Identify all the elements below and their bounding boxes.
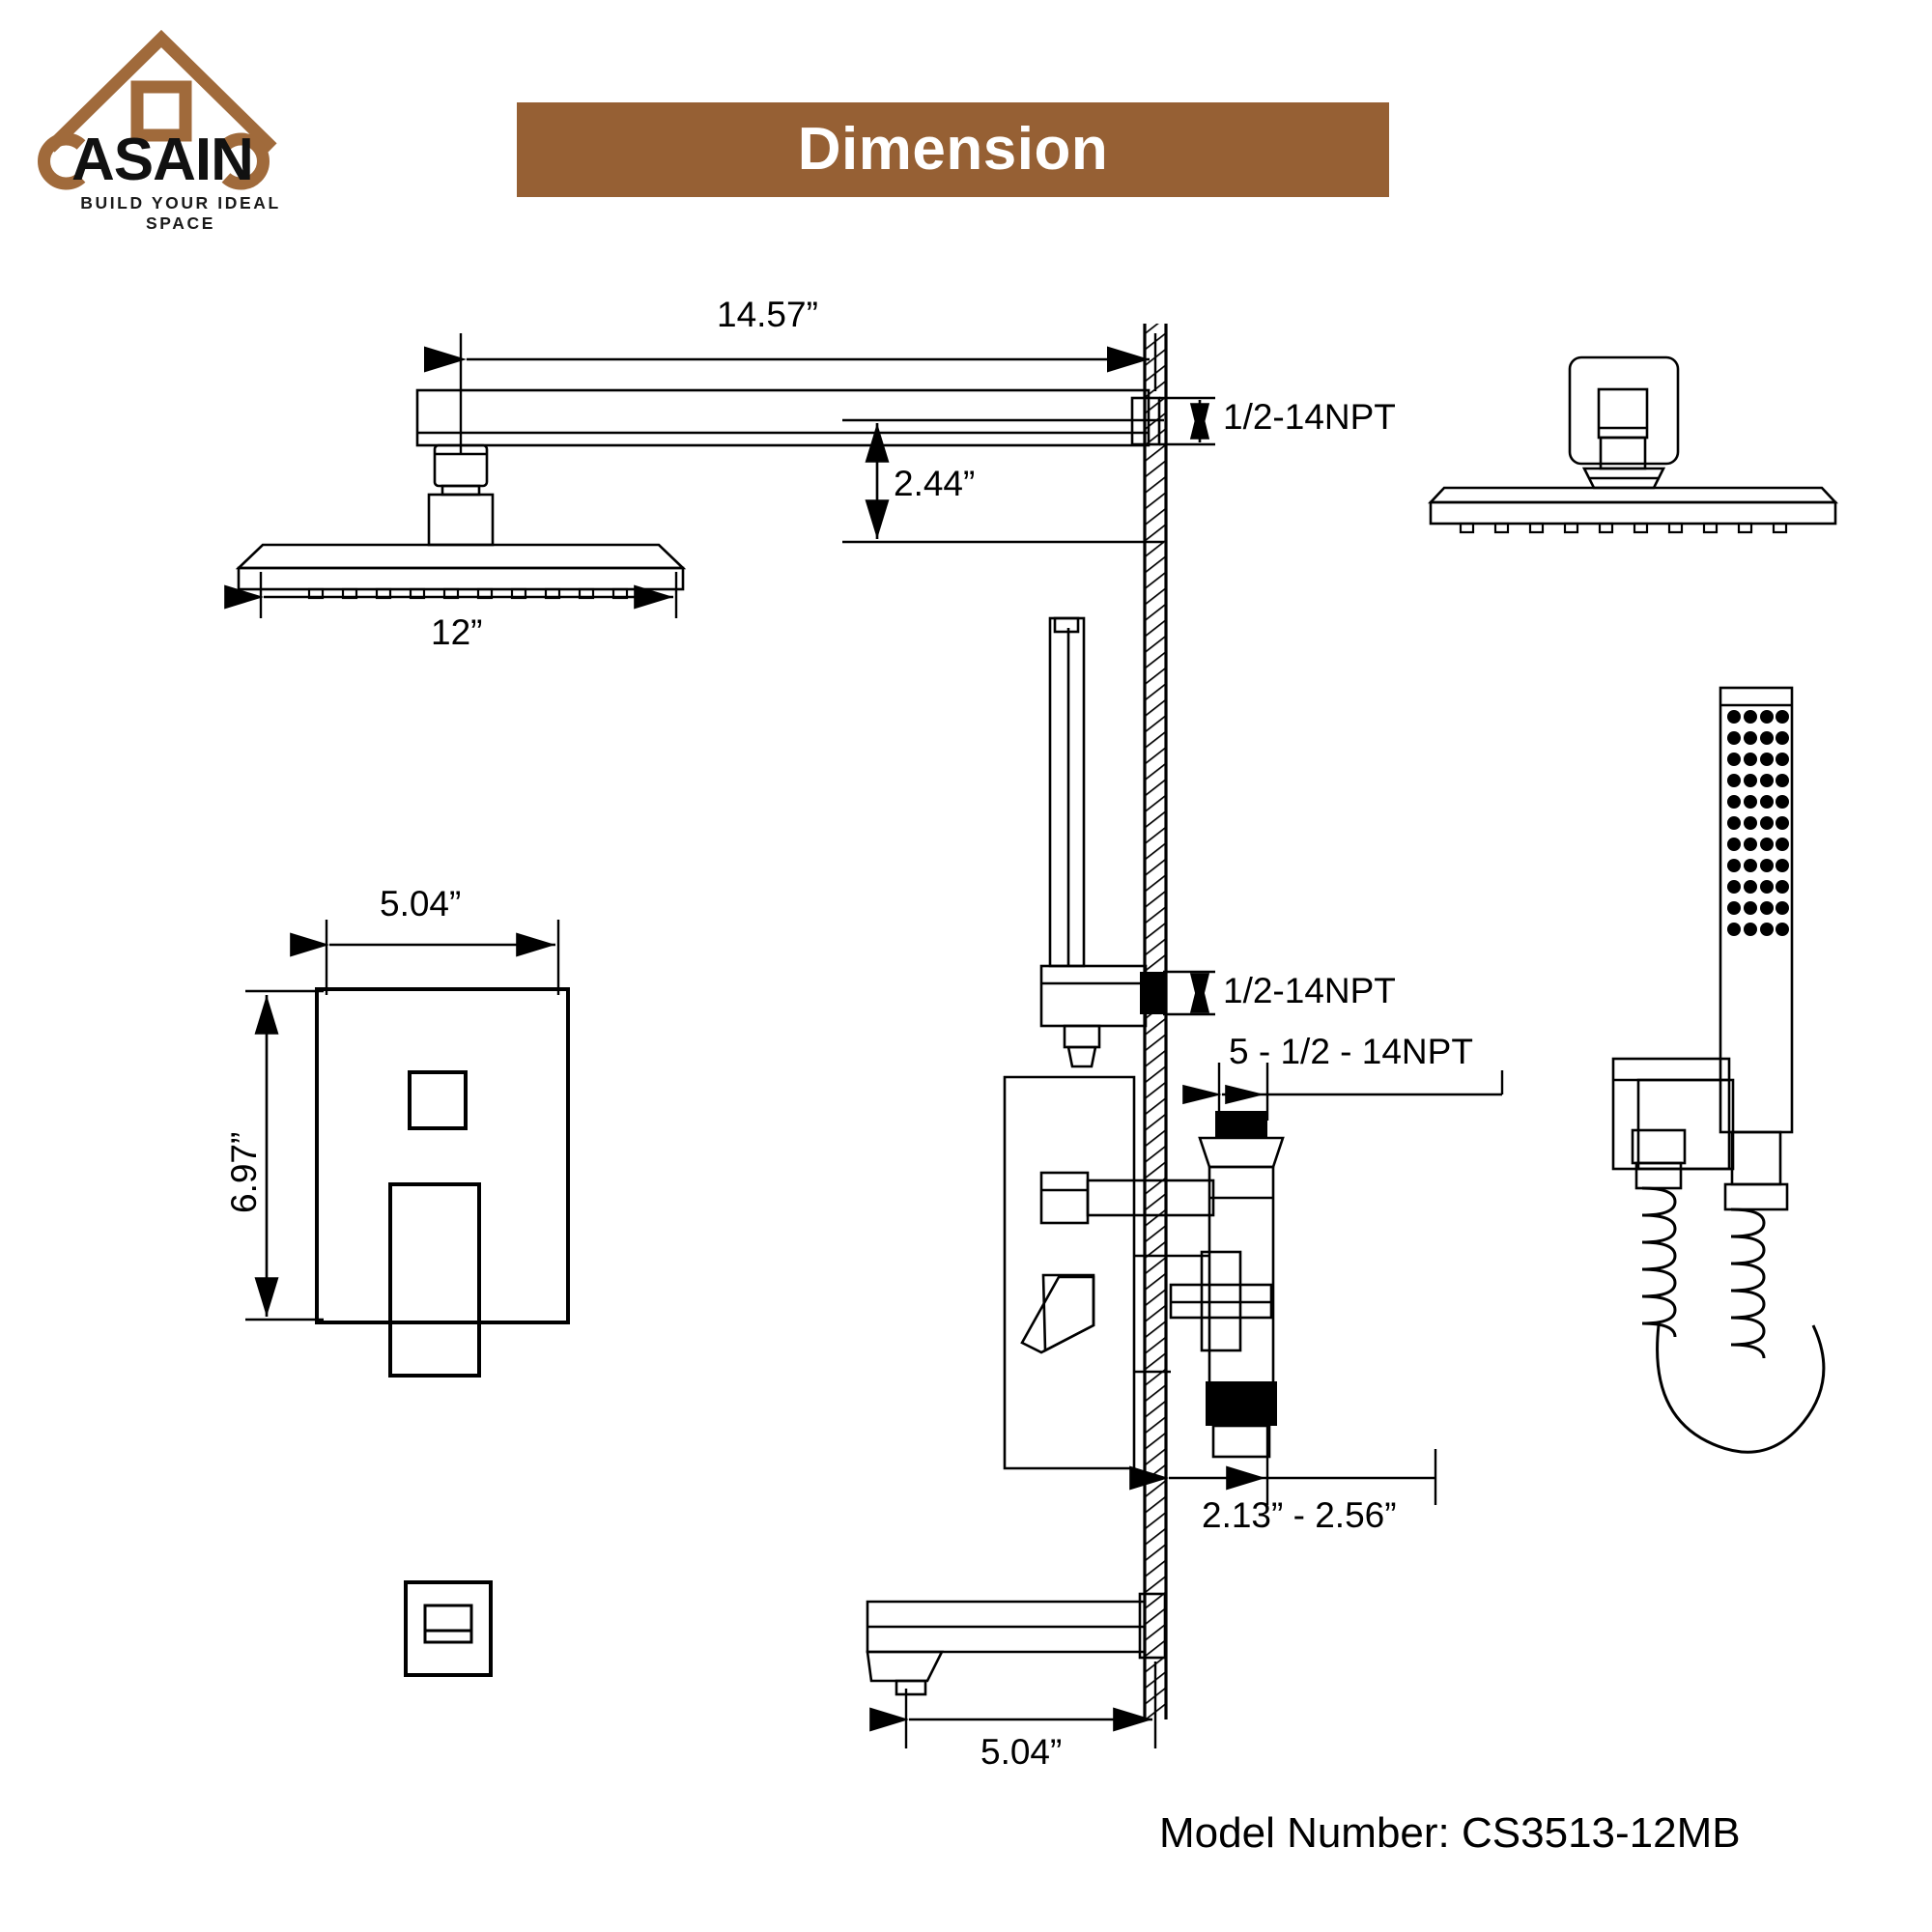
dimension-trim-height	[245, 989, 324, 1321]
logo-tagline: BUILD YOUR IDEAL SPACE	[80, 193, 281, 233]
casainc-logo: ASAIN BUILD YOUR IDEAL SPACE	[21, 17, 301, 233]
rain-head-front-view	[1428, 355, 1838, 534]
dimension-npt-top	[1159, 396, 1215, 446]
label-trim-height: 6.97”	[224, 1131, 264, 1213]
hand-shower-right-view	[1611, 686, 1826, 1454]
dimension-npt-handshower	[1163, 970, 1215, 1016]
valve-trim-plate	[315, 987, 570, 1378]
dimension-spout-length	[869, 1662, 1157, 1748]
label-spout-length: 5.04”	[980, 1732, 1063, 1772]
svg-text:ASAIN: ASAIN	[71, 127, 253, 193]
rain-shower-arm-assembly	[235, 388, 1161, 600]
page-title: Dimension	[797, 116, 1109, 183]
label-arm-length: 14.57”	[717, 295, 818, 334]
logo-mark-icon: ASAIN	[38, 29, 277, 193]
valve-body-assembly	[1003, 1075, 1285, 1470]
label-trim-width: 5.04”	[380, 884, 462, 923]
label-npt-top: 1/2-14NPT	[1223, 397, 1396, 437]
label-valve-depth: 2.13” - 2.56”	[1202, 1495, 1397, 1535]
dimension-arm-drop	[842, 418, 1164, 544]
wall-section	[1143, 324, 1168, 1719]
tub-spout-front-view	[404, 1580, 493, 1677]
dimension-npt-valve	[1182, 1063, 1504, 1121]
dimension-trim-width	[290, 920, 560, 995]
header-banner: Dimension	[517, 102, 1389, 197]
label-npt-valve: 5 - 1/2 - 14NPT	[1229, 1032, 1473, 1071]
model-number: Model Number: CS3513-12MB	[1159, 1809, 1741, 1857]
hand-shower-wall-assembly	[1039, 616, 1165, 1068]
label-arm-drop: 2.44”	[894, 464, 976, 503]
label-npt-handshower: 1/2-14NPT	[1223, 971, 1396, 1010]
dimension-head-width	[224, 572, 678, 618]
dimension-valve-depth	[1129, 1381, 1437, 1505]
diverter-cross	[1169, 1250, 1273, 1352]
tub-spout-assembly	[866, 1592, 1167, 1696]
dimension-arm-length	[423, 333, 1157, 454]
label-head-width: 12”	[431, 612, 483, 652]
